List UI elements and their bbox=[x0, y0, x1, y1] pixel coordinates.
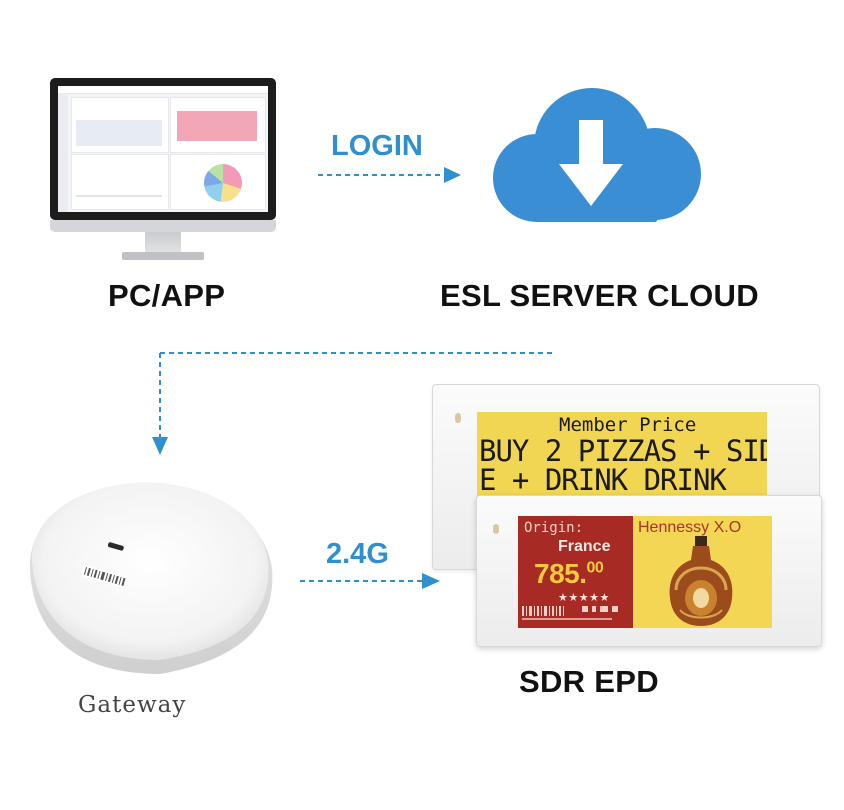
tag-led bbox=[455, 413, 461, 423]
cognac-bottle-icon bbox=[669, 536, 733, 626]
origin-country: France bbox=[558, 538, 611, 555]
sdr-epd-label: SDR EPD bbox=[519, 664, 659, 699]
esl-display-member-price: Member Price BUY 2 PIZZAS + SID E + DRIN… bbox=[477, 412, 767, 498]
esl-display-product: Origin: France 785.00 ★★★★★ Hennessy X.O bbox=[518, 516, 772, 628]
monitor-bezel bbox=[50, 78, 276, 220]
login-arrow-icon bbox=[318, 167, 461, 183]
dashboard-sidebar bbox=[58, 93, 68, 212]
cloud-download-icon bbox=[493, 88, 701, 222]
dashboard-panel bbox=[170, 154, 266, 210]
price-main: 785. bbox=[534, 558, 587, 589]
dashboard-screen bbox=[58, 86, 268, 212]
gateway-label: Gateway bbox=[78, 692, 187, 718]
dashboard-panel bbox=[170, 97, 266, 153]
login-label: LOGIN bbox=[331, 130, 423, 162]
pink-chart bbox=[177, 111, 257, 141]
esl-server-cloud-label: ESL SERVER CLOUD bbox=[440, 278, 759, 313]
gateway-device-icon bbox=[29, 482, 273, 674]
origin-label: Origin: bbox=[524, 520, 584, 536]
pc-app-label: PC/APP bbox=[108, 278, 226, 313]
wireless-arrow-icon bbox=[300, 573, 440, 589]
member-price-header: Member Price bbox=[559, 414, 697, 436]
panel-line bbox=[76, 195, 162, 197]
pie-chart bbox=[204, 164, 242, 202]
dashboard-panel bbox=[71, 154, 169, 210]
rating-stars: ★★★★★ bbox=[558, 592, 610, 604]
monitor-neck bbox=[145, 232, 181, 254]
frequency-label: 2.4G bbox=[326, 538, 389, 570]
pc-monitor-icon bbox=[50, 78, 276, 268]
price-panel: Origin: France 785.00 ★★★★★ bbox=[518, 516, 633, 628]
barcode-icon bbox=[522, 606, 618, 620]
price-value: 785.00 bbox=[534, 558, 604, 590]
monitor-base bbox=[122, 252, 204, 260]
panel-bar bbox=[76, 120, 162, 146]
promo-line-2: E + DRINK DRINK bbox=[479, 463, 727, 497]
tag-led bbox=[493, 524, 499, 534]
cloud-to-gateway-arrow-icon bbox=[152, 352, 552, 455]
brand-name: Hennessy X.O bbox=[638, 519, 742, 536]
monitor-chin bbox=[50, 220, 276, 232]
price-cents: 00 bbox=[586, 559, 604, 577]
dashboard-topbar bbox=[58, 86, 268, 94]
dashboard-panel bbox=[71, 97, 169, 153]
promo-line-1: BUY 2 PIZZAS + SID bbox=[479, 434, 767, 468]
